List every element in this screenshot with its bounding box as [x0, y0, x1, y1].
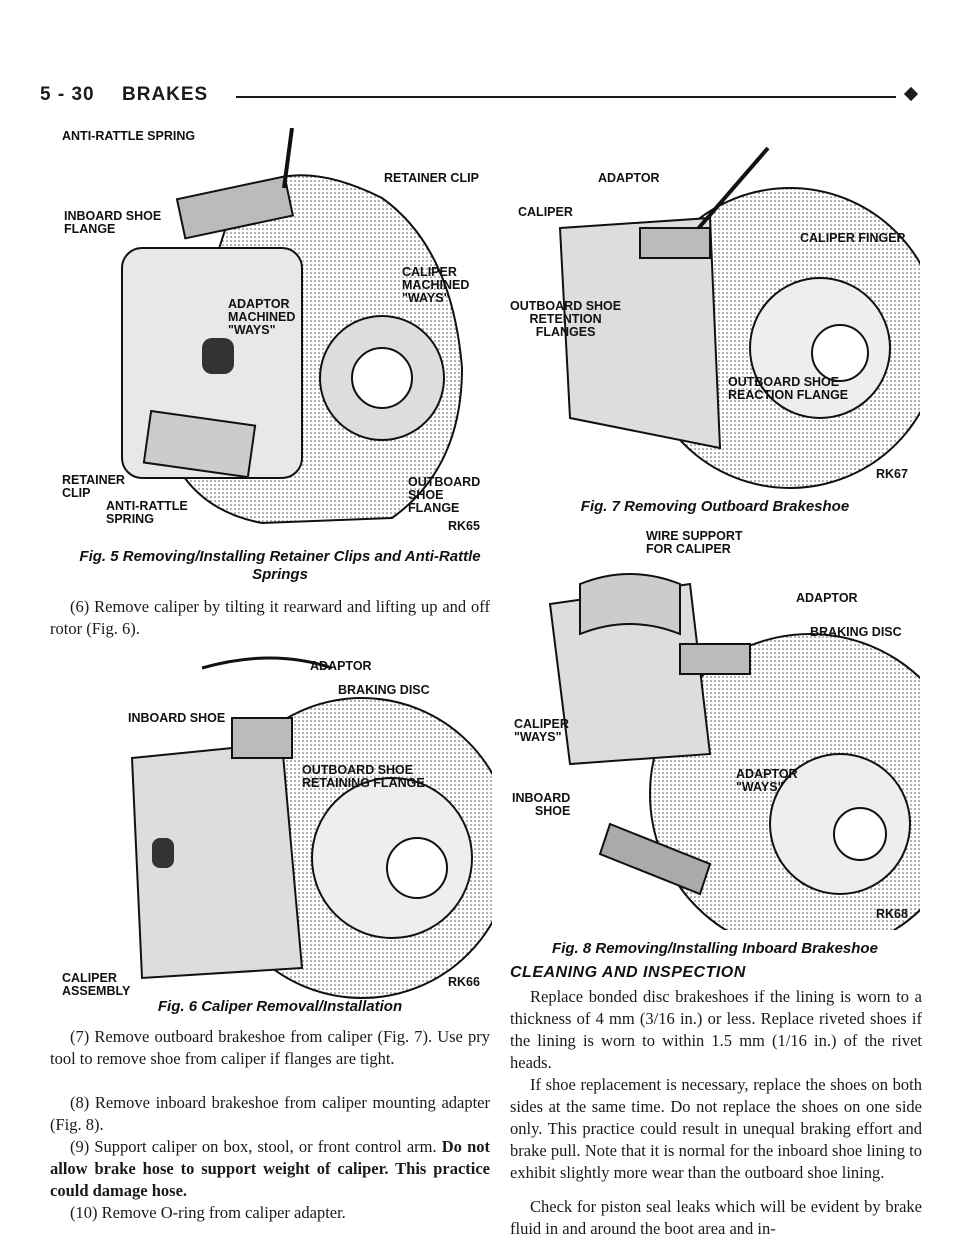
label-braking-disc: BRAKING DISC	[810, 625, 902, 639]
step-10-paragraph: (10) Remove O-ring from caliper adapter.	[70, 1203, 346, 1222]
label-inboard-shoe-flange: INBOARD SHOE FLANGE	[64, 209, 162, 236]
figure-8-illustration	[548, 573, 920, 930]
label-wire-support-for-caliper: WIRE SUPPORT FOR CALIPER	[646, 529, 743, 556]
label-outboard-shoe-reaction-flange: OUTBOARD SHOE REACTION FLANGE	[728, 375, 849, 402]
section-heading: CLEANING AND INSPECTION	[510, 964, 746, 981]
figure-7-illustration	[558, 146, 920, 489]
figure-code: RK65	[448, 519, 480, 533]
figure-5: ANTI-RATTLE SPRING RETAINER CLIP INBOARD…	[62, 128, 492, 540]
label-caliper-assembly: CALIPER ASSEMBLY	[62, 971, 131, 998]
step-6-paragraph: (6) Remove caliper by tilting it rearwar…	[50, 597, 490, 638]
diamond-icon	[903, 86, 919, 102]
label-adaptor-ways: ADAPTOR "WAYS"	[736, 767, 798, 794]
header-rule	[236, 96, 896, 98]
label-braking-disc: BRAKING DISC	[338, 683, 430, 697]
figure-code: RK67	[876, 467, 908, 481]
label-caliper-machined-ways: CALIPER MACHINED "WAYS"	[402, 265, 470, 305]
figure-6-caption: Fig. 6 Caliper Removal/Installation	[157, 998, 403, 1015]
page-header: 5 - 30 BRAKES	[40, 84, 920, 112]
cleaning-paragraph-1: Replace bonded disc brakeshoes if the li…	[510, 987, 922, 1072]
label-anti-rattle-spring-top: ANTI-RATTLE SPRING	[62, 129, 196, 143]
step-9-text: (9) Support caliper on box, stool, or fr…	[70, 1137, 437, 1156]
label-adaptor-machined-ways: ADAPTOR MACHINED "WAYS"	[228, 297, 296, 337]
label-anti-rattle-spring-bottom: ANTI-RATTLE SPRING	[106, 499, 188, 526]
figure-5-illustration	[121, 128, 464, 525]
label-adaptor: ADAPTOR	[598, 171, 660, 185]
label-adaptor: ADAPTOR	[796, 591, 858, 605]
label-outboard-shoe-retaining-flange: OUTBOARD SHOE RETAINING FLANGE	[302, 763, 425, 790]
label-caliper-ways: CALIPER "WAYS"	[514, 717, 569, 744]
step-8-paragraph: (8) Remove inboard brakeshoe from calipe…	[50, 1093, 490, 1134]
figure-7-caption: Fig. 7 Removing Outboard Brakeshoe	[580, 498, 850, 515]
label-outboard-shoe-retention-flanges: OUTBOARD SHOE RETENTION FLANGES	[510, 299, 622, 339]
label-caliper: CALIPER	[518, 205, 573, 219]
figure-8: WIRE SUPPORT FOR CALIPER ADAPTOR BRAKING…	[510, 524, 920, 930]
cleaning-paragraph-3: Check for piston seal leaks which will b…	[510, 1197, 922, 1238]
label-adaptor: ADAPTOR	[310, 659, 372, 673]
figure-5-caption: Fig. 5 Removing/Installing Retainer Clip…	[79, 548, 481, 583]
label-retainer-clip-bottom: RETAINER CLIP	[62, 473, 125, 500]
figure-code: RK66	[448, 975, 480, 989]
figure-code: RK68	[876, 907, 908, 921]
figure-7: ADAPTOR CALIPER CALIPER FINGER OUTBOARD …	[510, 128, 920, 490]
label-retainer-clip-top: RETAINER CLIP	[384, 171, 479, 185]
figure-6-illustration	[130, 656, 492, 999]
step-7-paragraph: (7) Remove outboard brakeshoe from calip…	[50, 1027, 490, 1068]
step-9-paragraph: (9) Support caliper on box, stool, or fr…	[50, 1136, 490, 1202]
label-caliper-finger: CALIPER FINGER	[800, 231, 906, 245]
figure-8-caption: Fig. 8 Removing/Installing Inboard Brake…	[552, 940, 878, 957]
cleaning-paragraph-2: If shoe replacement is necessary, replac…	[510, 1075, 922, 1182]
label-inboard-shoe: INBOARD SHOE	[128, 711, 226, 725]
label-outboard-shoe-flange: OUTBOARD SHOE FLANGE	[408, 475, 481, 515]
step-9-warning: Do not allow brake hose to support weigh…	[50, 1137, 490, 1200]
section-number: 5 - 30	[40, 84, 95, 105]
section-title: BRAKES	[122, 84, 209, 105]
label-inboard-shoe: INBOARD SHOE	[512, 791, 571, 818]
figure-6: ADAPTOR BRAKING DISC INBOARD SHOE OUTBOA…	[62, 648, 492, 1024]
